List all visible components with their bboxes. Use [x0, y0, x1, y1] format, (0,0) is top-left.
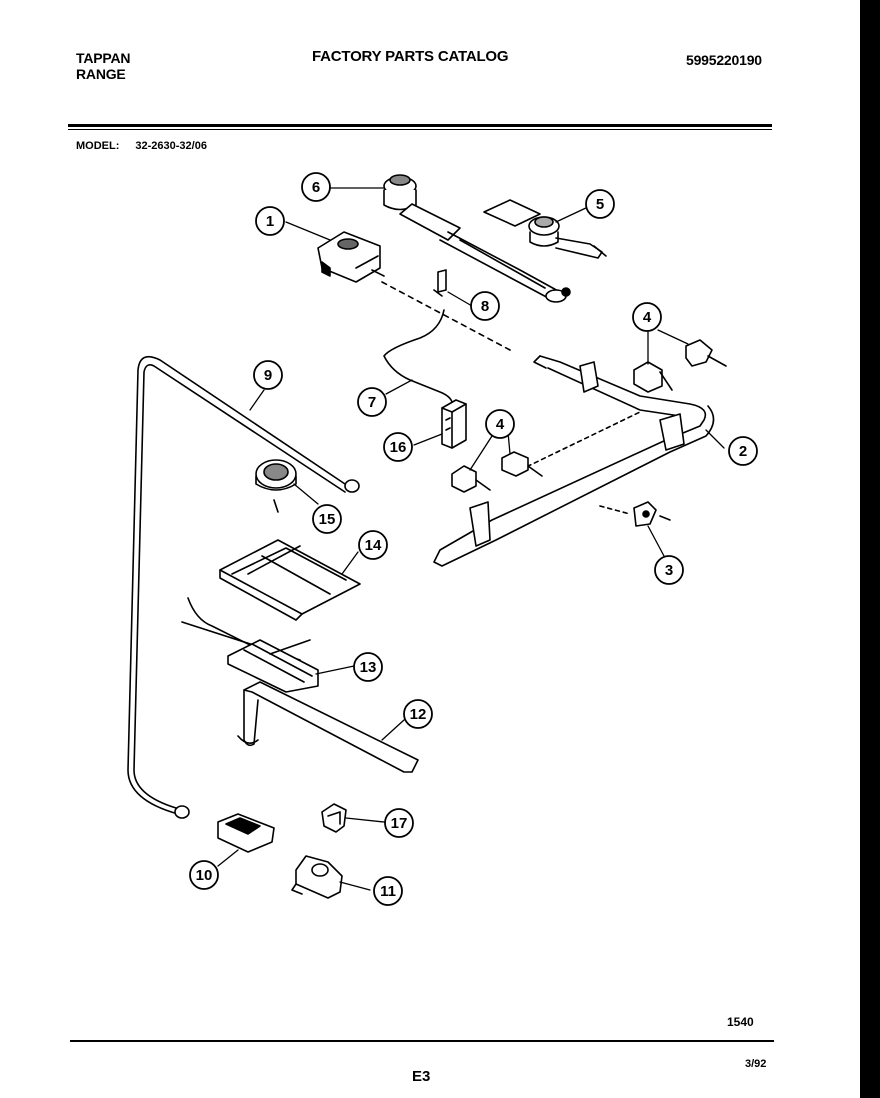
top-burner-valve-part: [383, 174, 571, 303]
callout-c6: 6: [301, 172, 331, 202]
callout-circle: [189, 860, 219, 890]
callout-circle: [383, 432, 413, 462]
callout-label: 14: [365, 537, 382, 554]
callout-label: 11: [380, 883, 396, 900]
oven-tube-part: [127, 355, 360, 819]
callout-c8: 8: [470, 291, 500, 321]
callout-label: 17: [391, 815, 408, 832]
callout-c10: 10: [189, 860, 219, 890]
callout-label: 4: [496, 416, 505, 433]
callout-circle: [255, 206, 285, 236]
burner-tube-part: [237, 681, 419, 773]
callout-label: 1: [266, 213, 274, 230]
callout-circle: [728, 436, 758, 466]
callout-c7: 7: [357, 387, 387, 417]
brand-line-1: TAPPAN: [76, 50, 131, 66]
callout-c4b: 4: [485, 409, 515, 439]
callout-circle: [403, 699, 433, 729]
small-clip-part: [321, 803, 347, 833]
top-burner-valve-part-2: [483, 199, 607, 259]
model-value: 32-2630-32/06: [135, 140, 207, 152]
manifold-assembly-part: [433, 355, 715, 567]
oven-burner-part: [181, 597, 319, 693]
callout-label: 4: [643, 309, 652, 326]
callout-c17: 17: [384, 808, 414, 838]
footer-rule: [70, 1040, 774, 1042]
bracket-part: [217, 813, 275, 853]
callout-label: 10: [196, 867, 213, 884]
callout-c5: 5: [585, 189, 615, 219]
burner-cap-part: [255, 459, 297, 491]
callout-c14: 14: [358, 530, 388, 560]
callout-circle: [373, 876, 403, 906]
small-valve-part: [599, 501, 671, 527]
callout-circle: [357, 387, 387, 417]
callout-label: 9: [264, 367, 272, 384]
spark-switch-part-right: [633, 339, 727, 393]
callout-label: 2: [739, 443, 747, 460]
model-line: MODEL: 32-2630-32/06: [76, 140, 207, 152]
catalog-number: 5995220190: [686, 52, 762, 68]
callout-circle: [353, 652, 383, 682]
callout-circle: [312, 504, 342, 534]
callout-c1: 1: [255, 206, 285, 236]
callout-circle: [358, 530, 388, 560]
header-rule-thin: [68, 129, 772, 130]
callout-label: 6: [312, 179, 320, 196]
callout-circle: [485, 409, 515, 439]
callout-c12: 12: [403, 699, 433, 729]
callout-c11: 11: [373, 876, 403, 906]
ignition-module-part: [441, 399, 467, 449]
tube-part: [383, 309, 453, 403]
callout-c16: 16: [383, 432, 413, 462]
callout-circle: [384, 808, 414, 838]
regulator-part: [317, 231, 385, 283]
model-label: MODEL:: [76, 140, 120, 152]
callout-c9: 9: [253, 360, 283, 390]
callout-circle: [654, 555, 684, 585]
orifice-clip-part: [433, 269, 447, 297]
callout-label: 8: [481, 298, 489, 315]
header-rule: [68, 124, 772, 127]
callout-label: 15: [319, 511, 336, 528]
callout-label: 3: [665, 562, 673, 579]
page-title: FACTORY PARTS CATALOG: [312, 48, 509, 65]
page-number: E3: [412, 1068, 431, 1085]
callout-circle: [585, 189, 615, 219]
figure-number: 1540: [727, 1015, 754, 1029]
callout-c13: 13: [353, 652, 383, 682]
callout-label: 5: [596, 196, 604, 213]
callout-label: 13: [360, 659, 377, 676]
callout-label: 16: [390, 439, 407, 456]
callout-c15: 15: [312, 504, 342, 534]
callout-circle: [301, 172, 331, 202]
callout-label: 12: [410, 706, 427, 723]
callout-circle: [470, 291, 500, 321]
brand-line-2: RANGE: [76, 66, 126, 82]
flame-spreader-part: [219, 539, 361, 621]
mounting-bracket-part: [291, 855, 343, 899]
callout-circle: [632, 302, 662, 332]
callout-c3: 3: [654, 555, 684, 585]
callout-c4a: 4: [632, 302, 662, 332]
brand: TAPPAN RANGE: [76, 50, 130, 82]
scan-edge: [860, 0, 880, 1098]
callout-label: 7: [368, 394, 376, 411]
spark-switch-part-middle: [451, 451, 543, 493]
revision-date: 3/92: [745, 1058, 767, 1070]
callout-circle: [253, 360, 283, 390]
callout-c2: 2: [728, 436, 758, 466]
